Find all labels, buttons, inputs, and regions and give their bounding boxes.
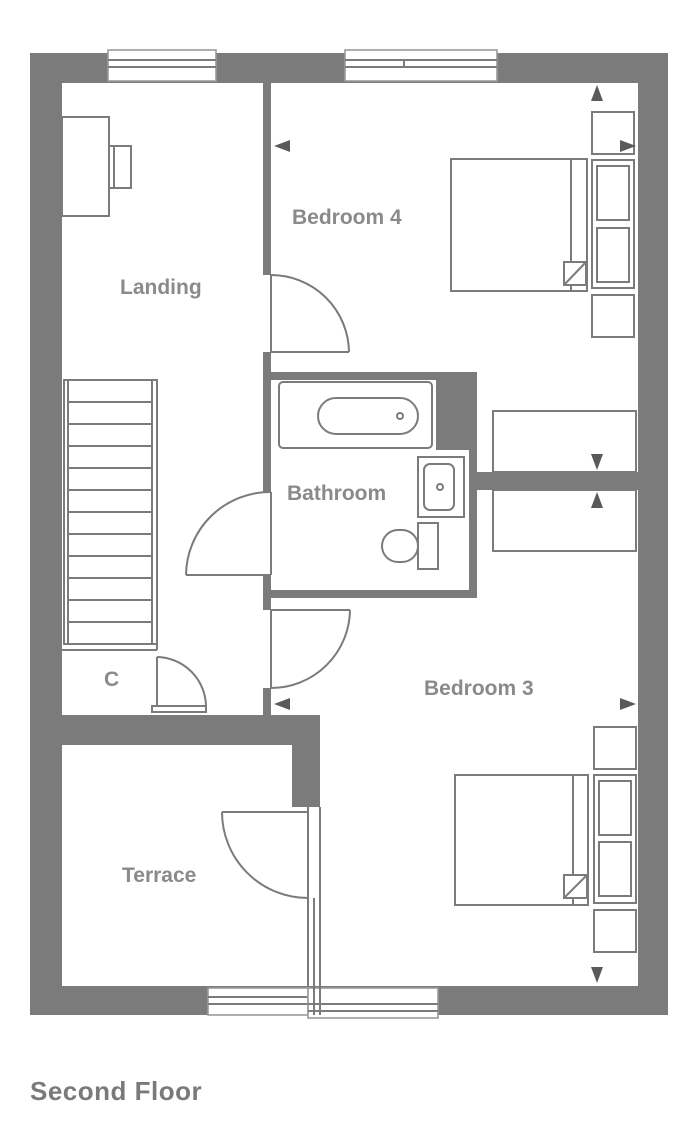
- bath: [278, 381, 433, 449]
- window-top-right: [344, 49, 498, 82]
- arrow-wall-down: [591, 492, 603, 508]
- bedside-tables-bedroom4: [591, 111, 635, 338]
- arrow-wall-up: [591, 454, 603, 470]
- arrow-bed3-left: [274, 698, 290, 710]
- window-bottom-bedroom3: [307, 987, 439, 1019]
- door-bedroom3: [270, 609, 351, 689]
- room-label-bathroom: Bathroom: [287, 482, 386, 505]
- wardrobes: [492, 410, 637, 552]
- arrow-bed4-right: [620, 140, 636, 152]
- cupboard: [62, 644, 207, 713]
- room-label-terrace: Terrace: [122, 864, 196, 887]
- room-label-landing: Landing: [120, 276, 202, 299]
- window-bottom-terrace: [207, 987, 309, 1016]
- bed-bedroom3: [454, 774, 589, 906]
- dimension-arrows: [274, 85, 636, 983]
- internal-walls: [62, 83, 638, 807]
- toilet: [381, 522, 439, 570]
- door-bathroom: [185, 490, 272, 576]
- door-terrace: [221, 807, 321, 1015]
- room-label-bedroom-4: Bedroom 4: [292, 206, 402, 229]
- bed-bedroom4: [450, 158, 588, 292]
- floor-title: Second Floor: [30, 1076, 203, 1106]
- desk: [61, 116, 132, 217]
- bedside-tables-bedroom3: [593, 726, 637, 953]
- room-label-cupboard: C: [104, 668, 119, 691]
- arrow-bed3-bottom: [591, 967, 603, 983]
- basin: [417, 456, 465, 518]
- window-top-left: [107, 49, 217, 82]
- arrow-bed4-left: [274, 140, 290, 152]
- room-label-bedroom-3: Bedroom 3: [424, 677, 534, 700]
- arrow-bed3-right: [620, 698, 636, 710]
- door-bedroom4: [270, 274, 350, 353]
- staircase: [63, 379, 158, 645]
- arrow-bed4-top: [591, 85, 603, 101]
